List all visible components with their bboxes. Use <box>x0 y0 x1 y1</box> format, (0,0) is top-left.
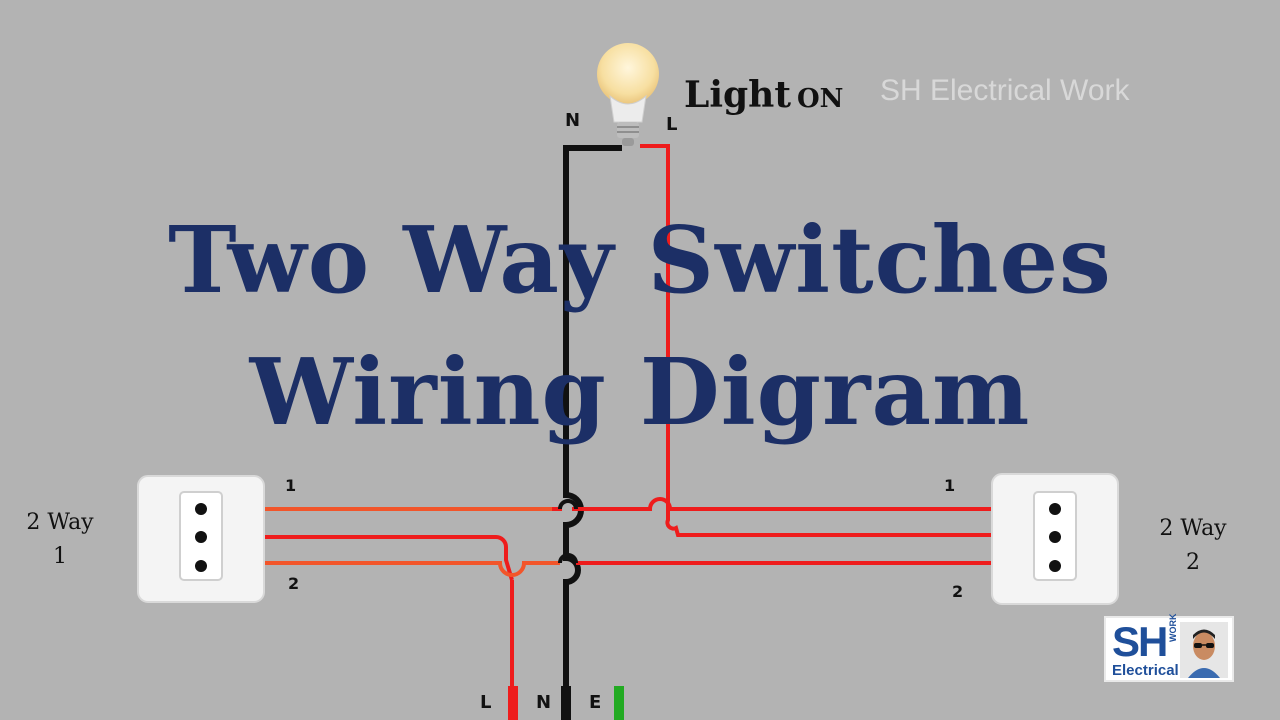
supply-earth-stub <box>614 686 624 720</box>
title-line-1: Two Way Switches <box>168 206 1112 314</box>
watermark: SH Electrical Work <box>880 74 1130 107</box>
supply-terminal-live: L <box>480 692 492 713</box>
switch-right-plate <box>991 473 1119 605</box>
switched-live-wire <box>640 144 1026 537</box>
light-bulb-icon <box>597 43 659 146</box>
traveler-wire-1 <box>230 497 1026 511</box>
title-line-2: Wiring Digram <box>249 338 1031 446</box>
lamp-terminal-neutral: N <box>565 110 581 131</box>
lamp-terminal-live: L <box>666 114 678 135</box>
supply-terminal-neutral: N <box>536 692 552 713</box>
avatar-icon <box>1180 622 1228 678</box>
channel-logo: SH WORK Electrical <box>1104 613 1234 682</box>
logo-word-bottom: Electrical <box>1112 662 1179 679</box>
switch-left-terminal-2: 2 <box>288 574 300 593</box>
switch-left-label: 2 Way 1 <box>26 510 94 569</box>
logo-initials: SH <box>1112 618 1168 665</box>
neutral-wire <box>563 145 622 720</box>
logo-word-top: WORK <box>1168 613 1178 643</box>
switch-right-terminal-1: 1 <box>944 476 956 495</box>
switch-right-terminal-2: 2 <box>952 582 964 601</box>
switch-left-plate <box>137 475 265 603</box>
supply-neutral-stub <box>561 686 571 720</box>
supply-terminal-earth: E <box>589 692 602 713</box>
light-label-text: Light <box>684 74 791 116</box>
traveler-wire-2 <box>230 553 1026 577</box>
switch-right-label: 2 Way 2 <box>1159 516 1227 575</box>
supply-live-stub <box>508 686 518 720</box>
light-state: ON <box>796 84 844 114</box>
switch-left-terminal-1: 1 <box>285 476 297 495</box>
